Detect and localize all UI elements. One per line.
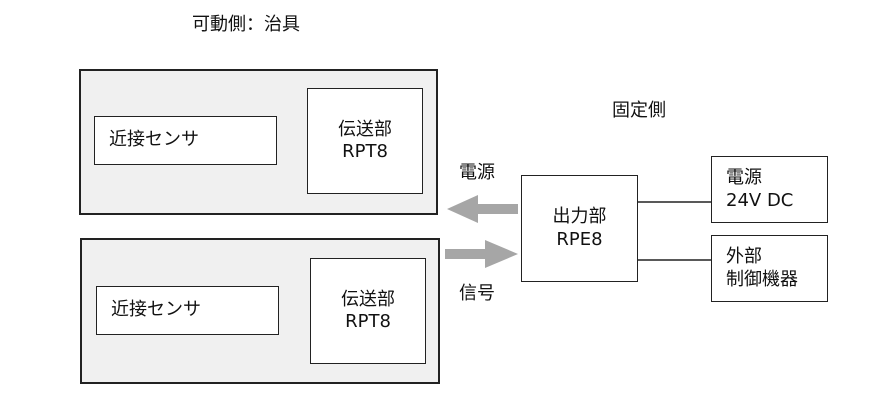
power-supply-label: 電源 [726,167,762,188]
output-unit: 出力部 RPE8 [521,175,638,282]
power-supply-voltage: 24V DC [726,189,794,211]
power-supply-box: 電源 24V DC [711,156,828,223]
output-unit-name: 出力部 [552,206,607,227]
unit2-sensor-label: 近接センサ [111,299,201,321]
unit2-transmitter-model: RPT8 [345,311,391,332]
fixed-side-title: 固定側 [612,100,666,121]
external-control-line2: 制御機器 [726,268,798,290]
unit2-transmitter-name: 伝送部 [341,288,395,310]
unit2-proximity-sensor: 近接センサ [96,286,279,335]
external-control-box: 外部 制御機器 [711,235,828,302]
external-control-line1: 外部 [726,246,762,267]
unit1-transmitter-name: 伝送部 [338,118,392,140]
output-unit-model: RPE8 [556,228,603,250]
signal-arrow [445,240,518,268]
unit1-proximity-sensor: 近接センサ [94,116,277,165]
power-arrow [447,195,518,223]
movable-side-title: 可動側：治具 [192,14,300,35]
signal-arrow-label: 信号 [459,283,495,304]
unit1-sensor-label: 近接センサ [109,129,199,151]
unit2-transmitter: 伝送部 RPT8 [310,258,426,364]
power-arrow-label: 電源 [459,162,495,183]
unit1-transmitter: 伝送部 RPT8 [307,88,423,194]
unit1-transmitter-model: RPT8 [342,141,388,162]
